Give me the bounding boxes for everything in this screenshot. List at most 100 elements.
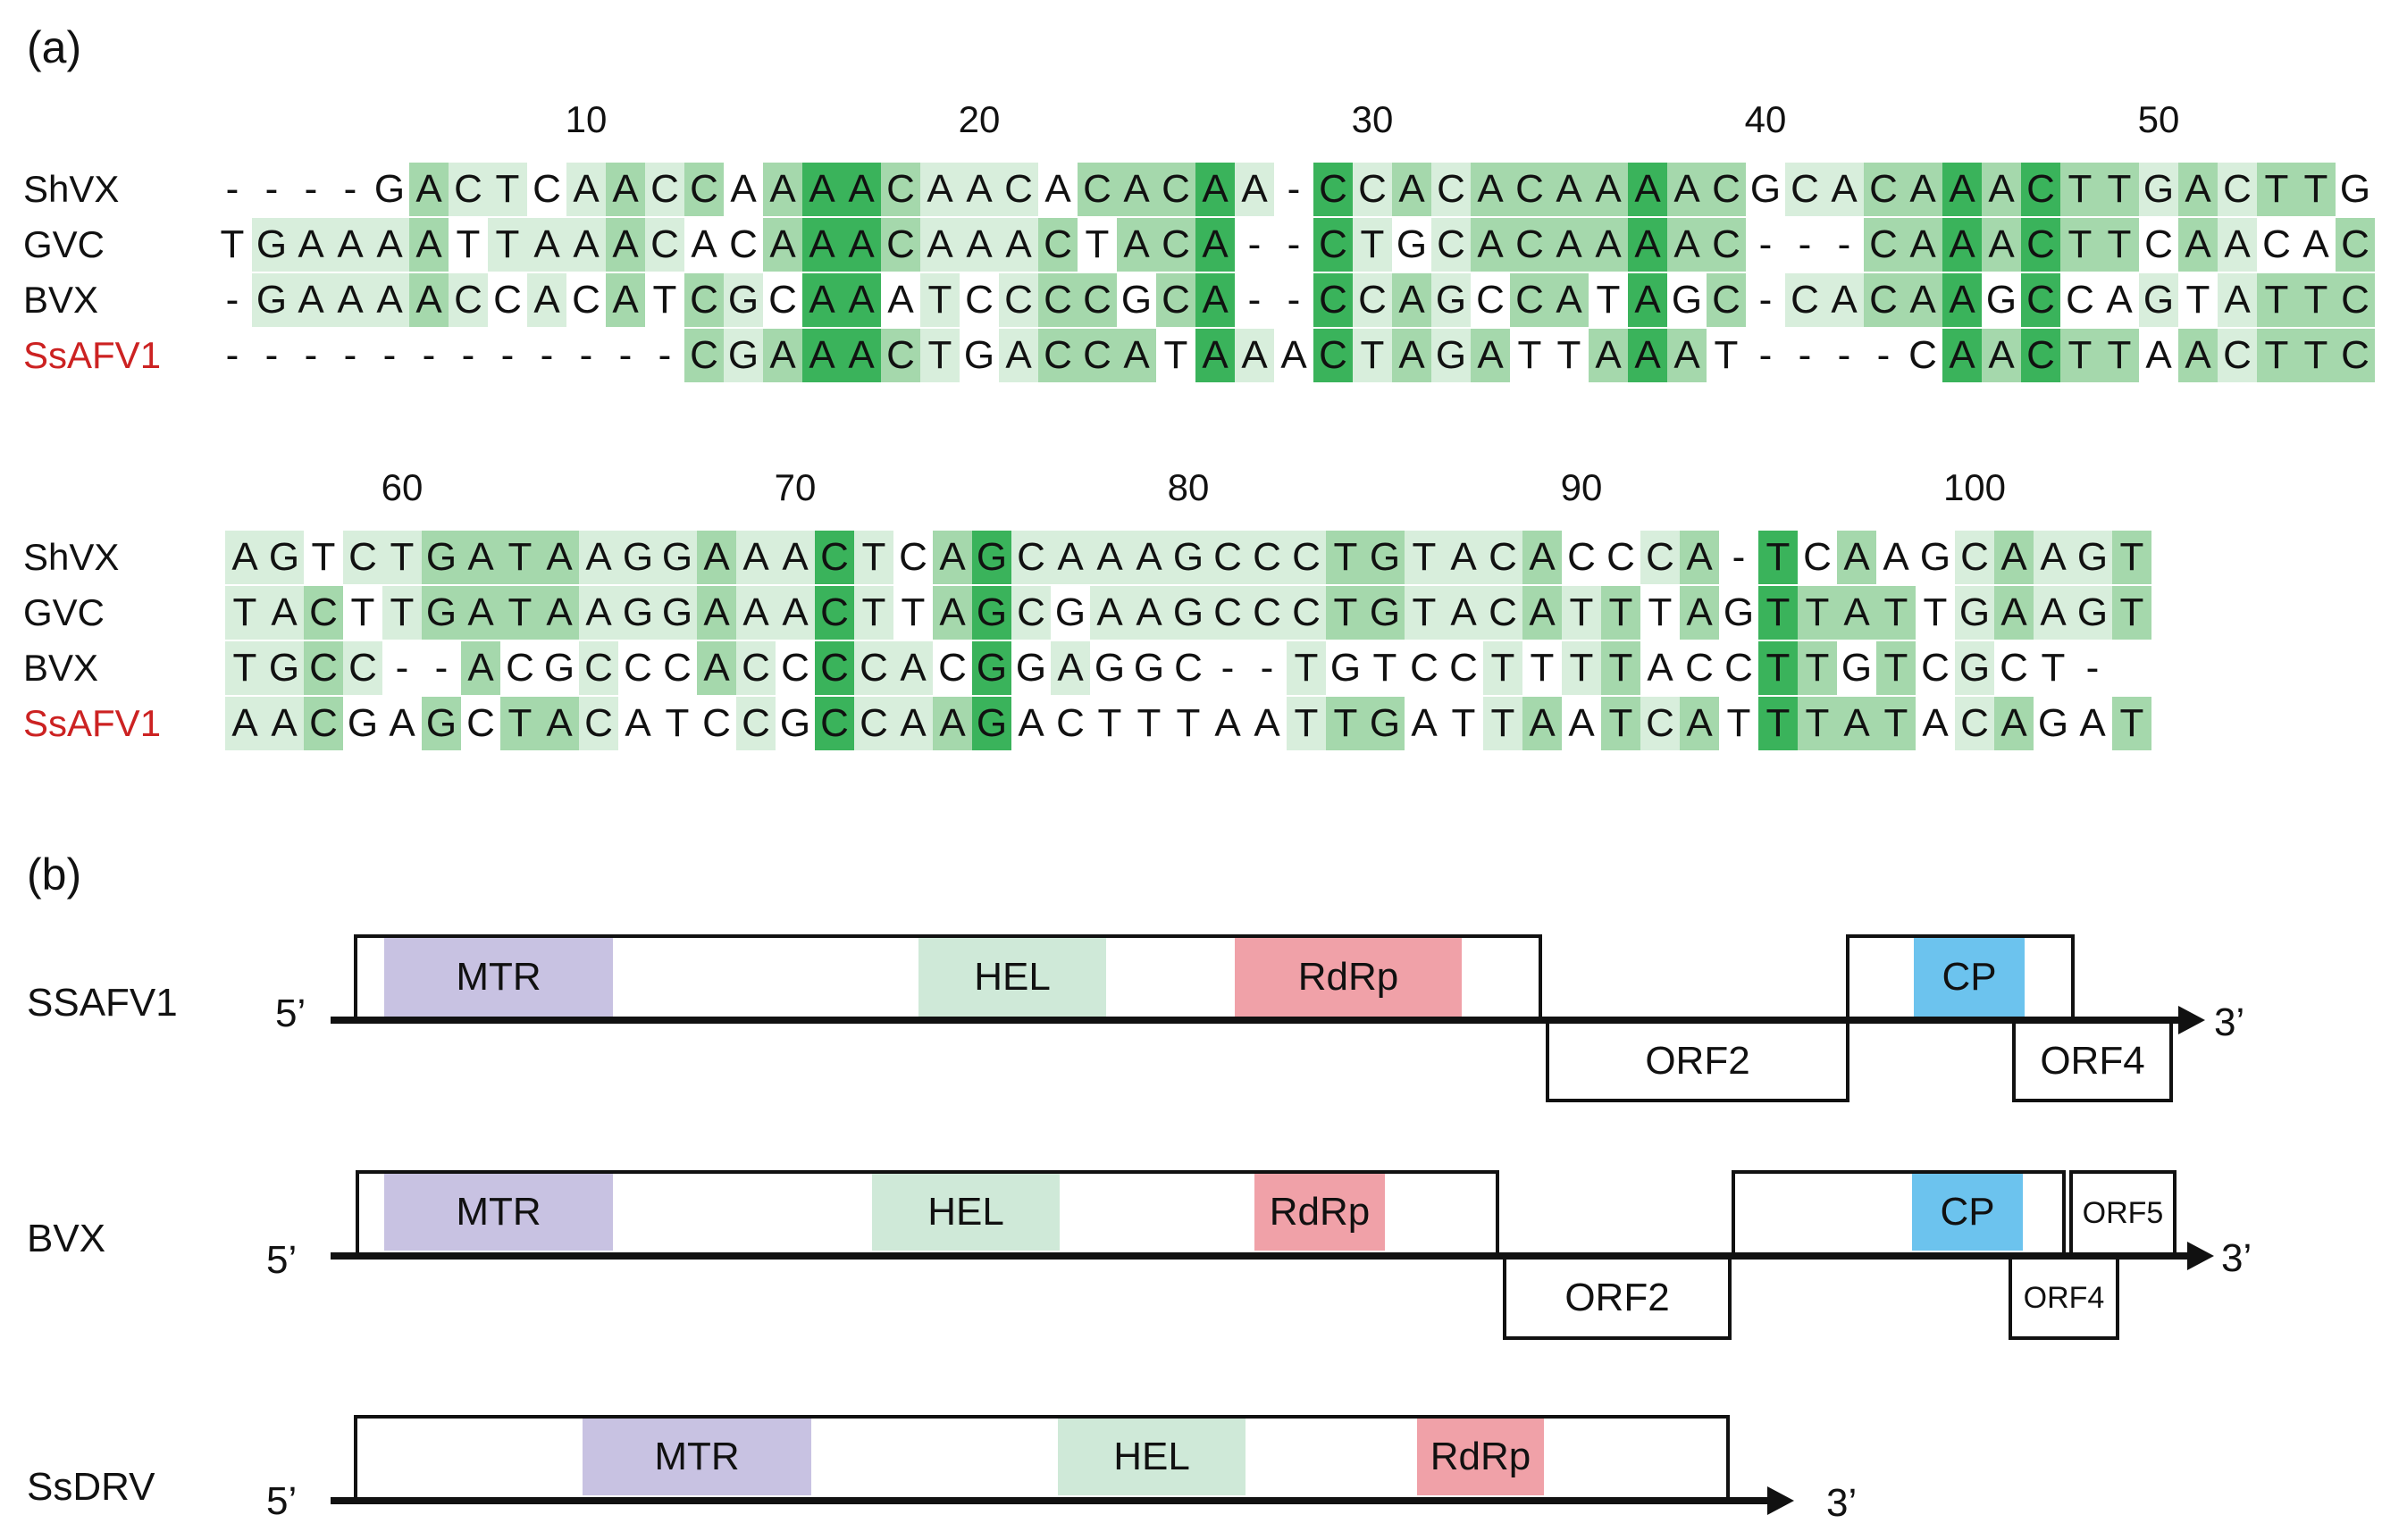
base-cell: A (1628, 163, 1667, 216)
base-cell: A (1589, 163, 1628, 216)
base-cell: C (1955, 697, 1994, 750)
position-tick: 100 (1942, 466, 2007, 508)
base-cell: A (1444, 586, 1483, 640)
base-cell: A (1942, 273, 1982, 327)
base-cell: A (1628, 329, 1667, 382)
base-cell: C (938, 646, 967, 690)
base-cell: G (373, 167, 406, 211)
base-cell: C (999, 273, 1038, 327)
base-cell: A (802, 218, 842, 272)
position-tick: 20 (958, 98, 1001, 140)
base-cell: A (887, 278, 914, 322)
base-cell: C (1567, 535, 1596, 579)
orf2-box: ORF2 (1546, 1020, 1849, 1102)
base-cell: A (893, 641, 933, 695)
base-cell: C (1955, 531, 1994, 584)
base-cell: T (2060, 329, 2100, 382)
base-cell: G (1723, 590, 1755, 634)
base-cell: A (1628, 218, 1667, 272)
base-cell: C (1864, 218, 1903, 272)
base-cell: C (449, 273, 488, 327)
base-cell: A (933, 531, 972, 584)
base-cell: C (1921, 646, 1950, 690)
base-cell: - (500, 333, 515, 377)
base-cell: C (815, 641, 854, 695)
base-cell: A (2218, 273, 2257, 327)
base-cell: A (370, 273, 409, 327)
rdrp-domain: RdRp (1417, 1419, 1544, 1495)
base-cell: - (264, 333, 279, 377)
base-cell: C (506, 646, 534, 690)
base-cell: G (1841, 646, 1873, 690)
base-cell: T (1726, 701, 1751, 745)
base-cell: G (1329, 646, 1362, 690)
arrow-head-icon (2178, 1006, 2205, 1034)
base-cell: G (264, 531, 304, 584)
sequence-name: BVX (23, 647, 99, 689)
genome-line (331, 1497, 1769, 1504)
base-cell: A (225, 531, 264, 584)
base-cell: A (1568, 701, 1595, 745)
base-cell: C (1247, 586, 1287, 640)
hel-domain: HEL (918, 938, 1106, 1017)
base-cell: A (527, 273, 566, 327)
base-cell: C (854, 641, 893, 695)
base-cell: C (2144, 222, 2173, 266)
base-cell: C (1431, 218, 1471, 272)
base-cell: A (264, 697, 304, 750)
hel-domain: HEL (872, 1174, 1060, 1251)
base-cell: A (540, 697, 579, 750)
base-cell: T (2257, 329, 2296, 382)
base-cell: G (347, 701, 379, 745)
base-cell: - (1287, 222, 1301, 266)
base-cell: A (1129, 586, 1169, 640)
base-cell: A (1392, 163, 1431, 216)
base-cell: G (1015, 646, 1047, 690)
base-cell: T (920, 329, 960, 382)
base-cell: A (802, 329, 842, 382)
base-cell: A (2034, 531, 2073, 584)
position-tick: 80 (1167, 466, 1210, 508)
sequence-name: SsAFV1 (23, 334, 162, 376)
base-cell: A (1942, 218, 1982, 272)
mtr-domain: MTR (384, 938, 613, 1017)
base-cell: T (1923, 590, 1948, 634)
base-cell: T (1758, 641, 1798, 695)
base-cell: G (724, 329, 763, 382)
base-cell: A (579, 531, 618, 584)
base-cell: C (2066, 278, 2094, 322)
base-cell: C (684, 329, 724, 382)
base-cell: T (1353, 218, 1392, 272)
base-cell: T (1562, 586, 1601, 640)
base-cell: A (1994, 586, 2034, 640)
base-cell: C (304, 586, 343, 640)
base-cell: T (1530, 646, 1555, 690)
base-cell: G (1431, 329, 1471, 382)
base-cell: A (1044, 167, 1071, 211)
base-cell: G (2073, 531, 2112, 584)
base-cell: - (1798, 222, 1812, 266)
base-cell: C (2021, 218, 2060, 272)
base-cell: C (781, 646, 809, 690)
genome-line (331, 1017, 2180, 1024)
base-cell: G (1169, 586, 1208, 640)
base-cell: G (658, 586, 697, 640)
base-cell: T (1596, 278, 1621, 322)
base-cell: A (1117, 329, 1156, 382)
base-cell: A (1117, 163, 1156, 216)
base-cell: G (422, 586, 461, 640)
five-prime-label: 5’ (275, 992, 306, 1035)
base-cell: A (933, 697, 972, 750)
base-cell: C (736, 641, 776, 695)
base-cell: - (225, 167, 239, 211)
base-cell: C (1287, 531, 1326, 584)
base-cell: A (1117, 218, 1156, 272)
base-cell: A (1051, 531, 1090, 584)
base-cell: A (1090, 586, 1129, 640)
base-cell: T (1163, 333, 1188, 377)
base-cell: A (1994, 531, 2034, 584)
base-cell: - (1260, 646, 1274, 690)
base-cell: C (2218, 163, 2257, 216)
base-cell: C (1724, 646, 1753, 690)
base-cell: T (901, 590, 926, 634)
